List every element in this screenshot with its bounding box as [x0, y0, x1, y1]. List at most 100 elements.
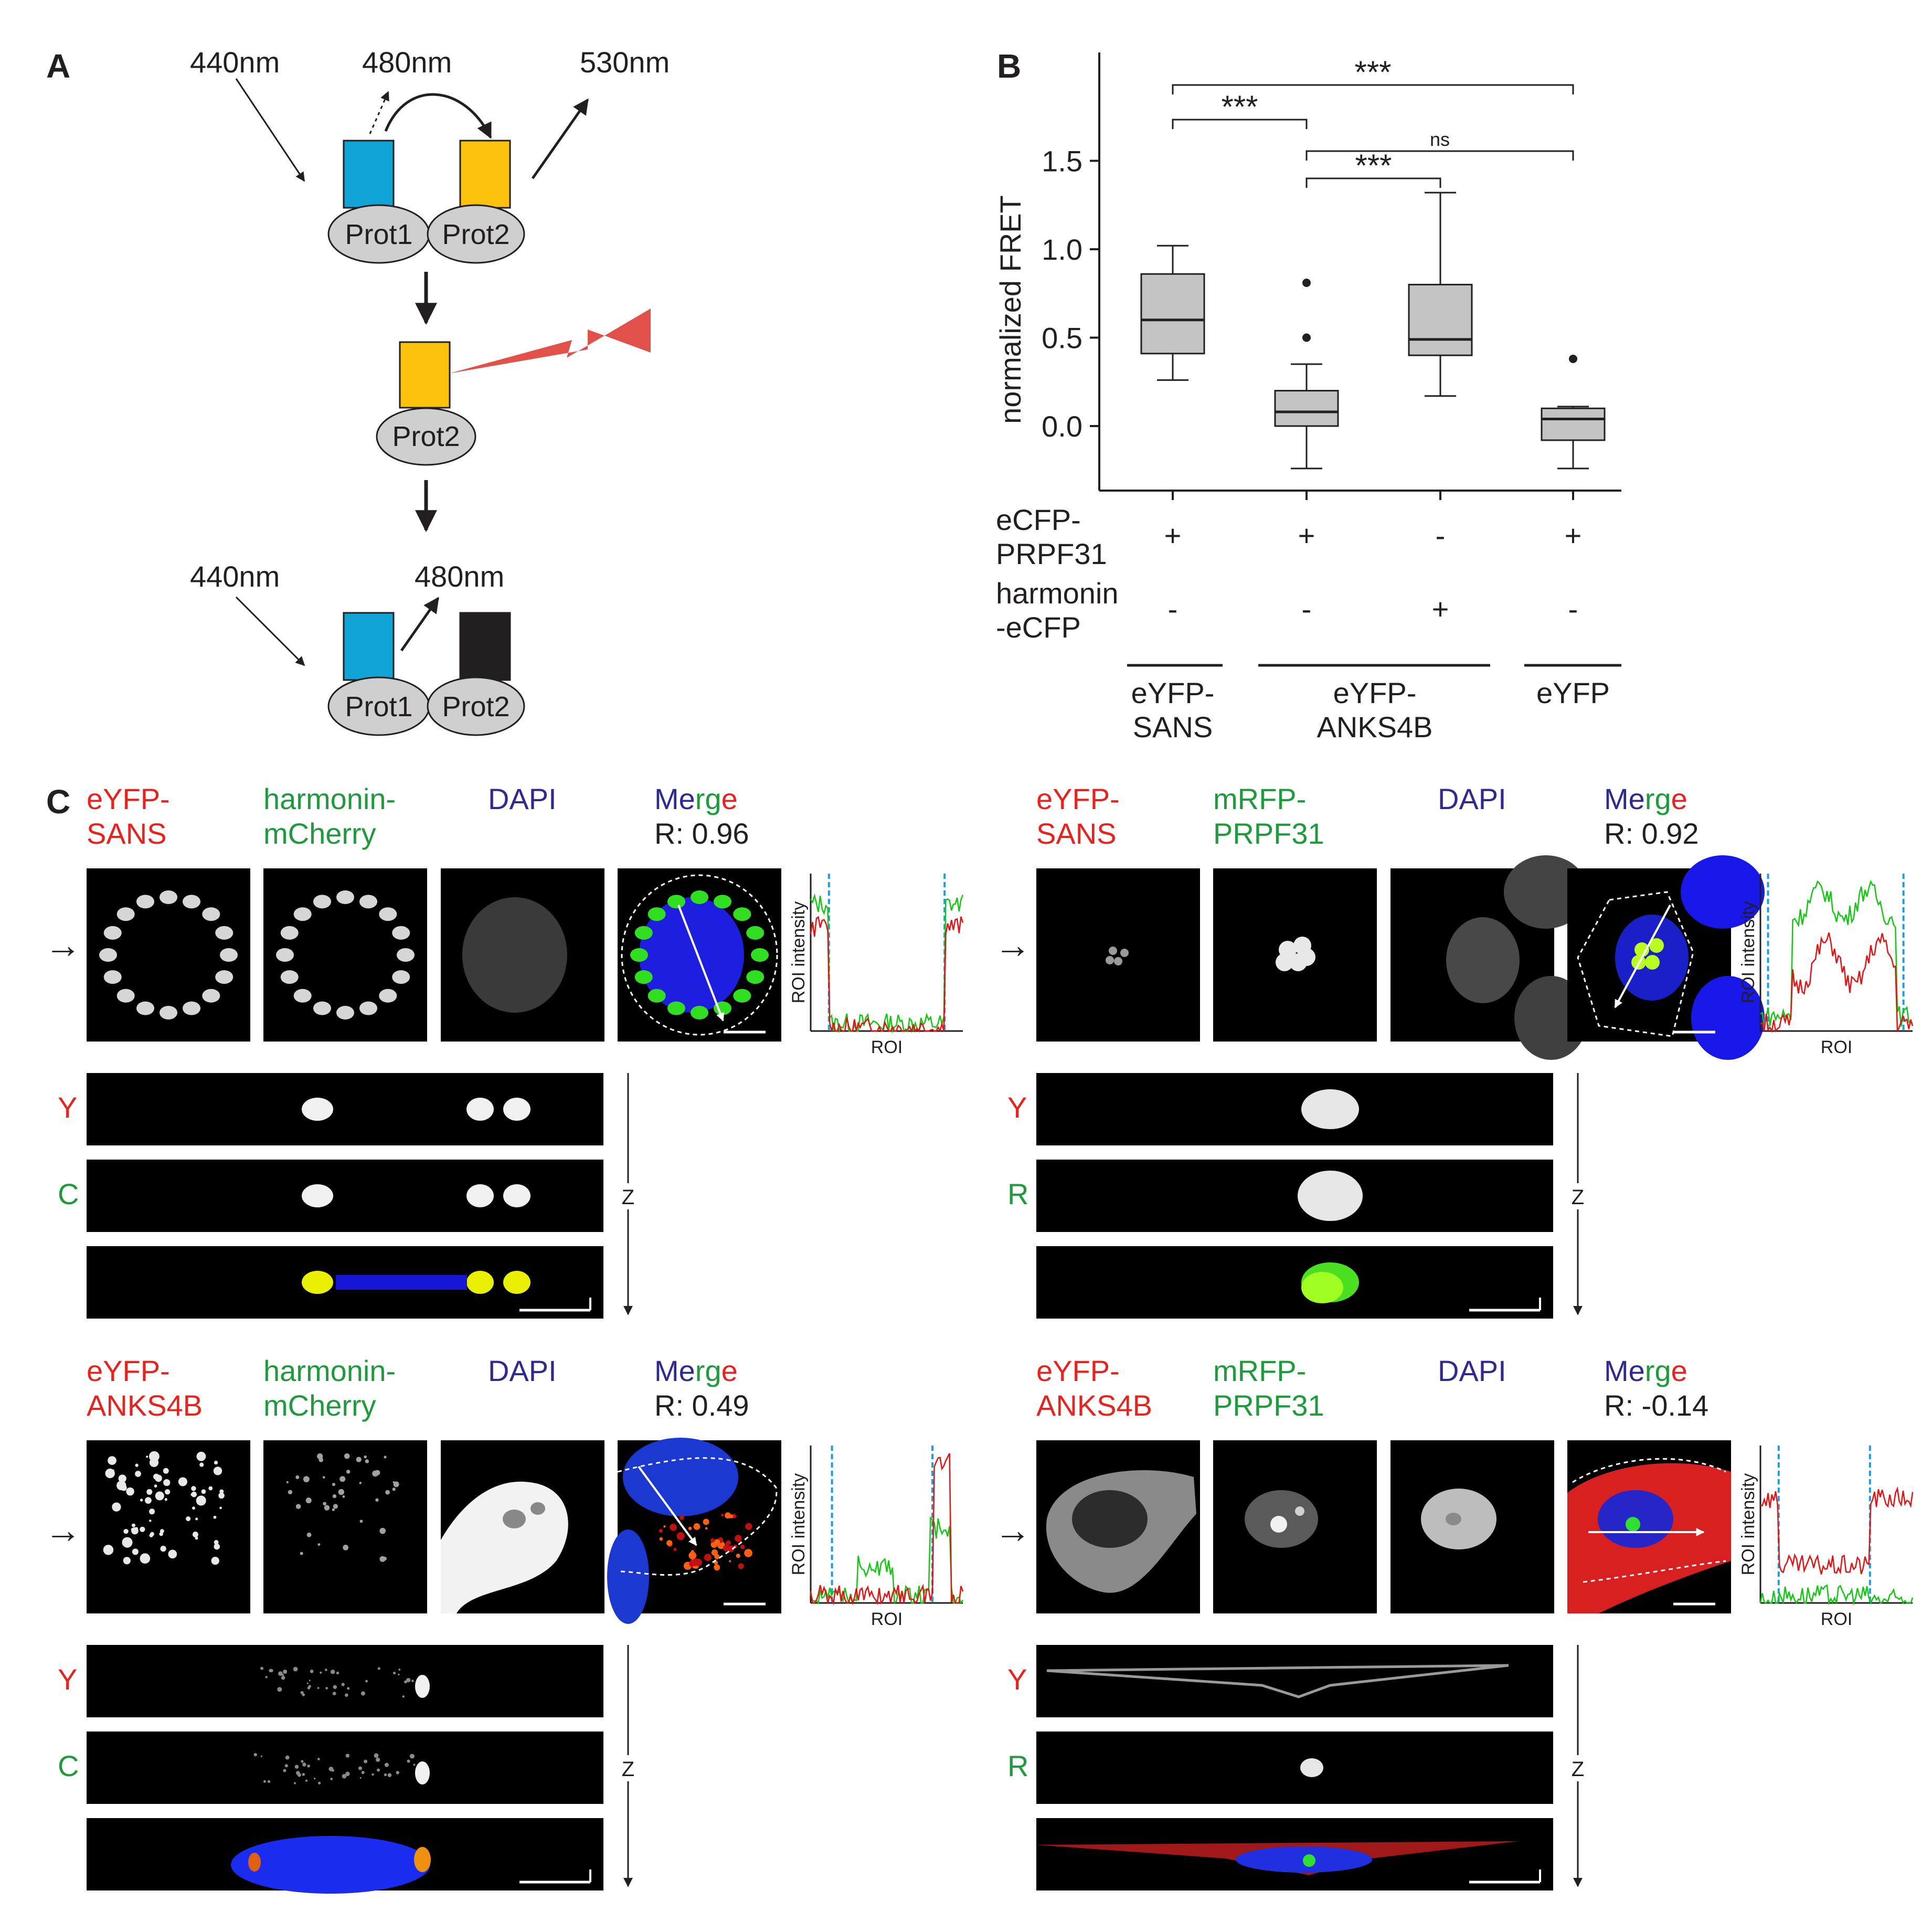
xz-section-1 — [87, 1645, 603, 1717]
nuclear-speck — [1298, 948, 1315, 966]
aggregate-spot — [202, 989, 220, 1003]
vesicle-speck — [339, 1476, 346, 1482]
merge-title: Merge — [1604, 782, 1687, 815]
xz-speck — [336, 1671, 339, 1675]
vesicle-speck — [295, 1475, 300, 1479]
vesicle-speck — [306, 1532, 312, 1537]
vesicle-speck — [729, 1560, 731, 1563]
xz-speck — [285, 1755, 290, 1760]
roi-y-label: ROI intensity — [1738, 901, 1758, 1004]
laser-bleach-icon — [449, 309, 651, 374]
xz-speck — [325, 1687, 328, 1690]
nuclear-speck — [1114, 957, 1122, 965]
xz-speck — [307, 1764, 310, 1768]
vesicle-speck — [195, 1517, 198, 1521]
roi-trace-red — [1760, 932, 1914, 1033]
xz-speck — [296, 1771, 300, 1775]
vesicle-speck — [379, 1527, 386, 1534]
channel-title-2: mRFP- — [1213, 782, 1306, 815]
cfp-fluorophore-after — [343, 612, 395, 681]
z-axis-label: Z — [622, 1186, 634, 1209]
vesicle-speck — [745, 1523, 752, 1530]
xz-speck — [345, 1693, 348, 1697]
channel-title-3: DAPI — [1438, 1354, 1506, 1387]
aggregate-spot — [136, 895, 154, 909]
condition-table: eCFP- PRPF31 harmonin -eCFP ++-+--+-eYFP… — [996, 503, 1621, 743]
z-label-backdrop — [1569, 1755, 1587, 1781]
merge-title-part: Me — [1604, 1354, 1645, 1387]
aggregate-spot — [183, 1001, 201, 1015]
aggregate-spot — [313, 895, 331, 909]
slice-indicator-arrow: → — [994, 925, 1031, 965]
channel-title-1: SANS — [1036, 817, 1117, 850]
micrograph-background — [1036, 868, 1200, 1042]
yfp-dark-fluorophore — [459, 612, 511, 681]
vesicle-speck — [305, 1497, 312, 1504]
xz-speck — [384, 1762, 389, 1767]
vesicle-speck — [146, 1489, 153, 1495]
vesicle-speck — [705, 1527, 708, 1530]
xz-speck — [413, 1764, 416, 1766]
xz-speck — [402, 1695, 405, 1698]
vesicle-speck — [379, 1556, 386, 1562]
vesicle-speck — [704, 1554, 712, 1562]
excitation-wavelength: 440nm — [190, 46, 280, 79]
xz-speck — [361, 1770, 365, 1775]
row-label-harmonin-line2: -eCFP — [996, 611, 1081, 644]
xz-speck-cluster — [1298, 1171, 1363, 1221]
nucleus — [1691, 976, 1765, 1060]
nucleus-shadow — [1072, 1490, 1148, 1548]
vesicle-speck — [693, 1566, 696, 1569]
vesicle-speck — [725, 1541, 730, 1546]
nuclear-speck — [1270, 1516, 1287, 1533]
merge-title: Merge — [654, 1354, 738, 1387]
vesicle-speck — [393, 1481, 399, 1488]
vesicle-speck — [288, 1490, 293, 1494]
xz-section-3 — [87, 1818, 603, 1894]
aggregate-spot — [103, 970, 122, 984]
aggregate-spot — [293, 907, 312, 921]
significance-brackets: ******ns*** — [1172, 55, 1574, 188]
group-label: eYFP — [1536, 676, 1610, 709]
chart-axes: 0.00.51.01.5 — [1042, 52, 1621, 500]
aggregate-spot — [733, 989, 751, 1003]
micrograph-2 — [1213, 868, 1377, 1042]
micrograph-4 — [607, 1438, 781, 1624]
roi-x-label: ROI — [1821, 1609, 1852, 1629]
xz-speck — [260, 1755, 263, 1757]
xz-aggregate — [466, 1184, 494, 1207]
vesicle-speck — [725, 1512, 731, 1519]
energy-transfer-arrow — [384, 93, 492, 139]
aggregate-spot — [336, 890, 354, 904]
vesicle-speck — [192, 1506, 195, 1510]
channel-title-4: R: 0.92 — [1604, 817, 1699, 850]
aggregate-spot — [630, 948, 648, 962]
y-axis-title: normalized FRET — [994, 195, 1027, 424]
aggregate-spot — [746, 970, 765, 984]
y-tick-label: 1.0 — [1042, 233, 1082, 266]
aggregate-spot — [392, 970, 410, 984]
xz-speck-cluster — [1301, 1089, 1359, 1129]
vesicle-speck — [343, 1545, 349, 1550]
merge-title-part: Me — [1604, 782, 1645, 815]
xz-aggregate — [503, 1271, 530, 1294]
vesicle-speck — [711, 1549, 718, 1556]
aggregate-spot — [714, 895, 732, 909]
vesicle-speck — [145, 1497, 152, 1504]
group-label: SANS — [1133, 710, 1213, 743]
vesicle-speck — [359, 1482, 362, 1484]
vesicle-speck — [710, 1538, 715, 1543]
nucleus — [607, 1529, 649, 1624]
box-iqr — [1274, 390, 1339, 427]
vesicle-speck — [191, 1486, 196, 1491]
vesicle-speck — [196, 1451, 206, 1461]
aggregate-spot — [215, 926, 233, 940]
nucleus — [462, 897, 567, 1013]
xz-speck — [318, 1781, 321, 1784]
vesicle-speck — [735, 1535, 742, 1542]
xz-speck — [392, 1671, 396, 1675]
